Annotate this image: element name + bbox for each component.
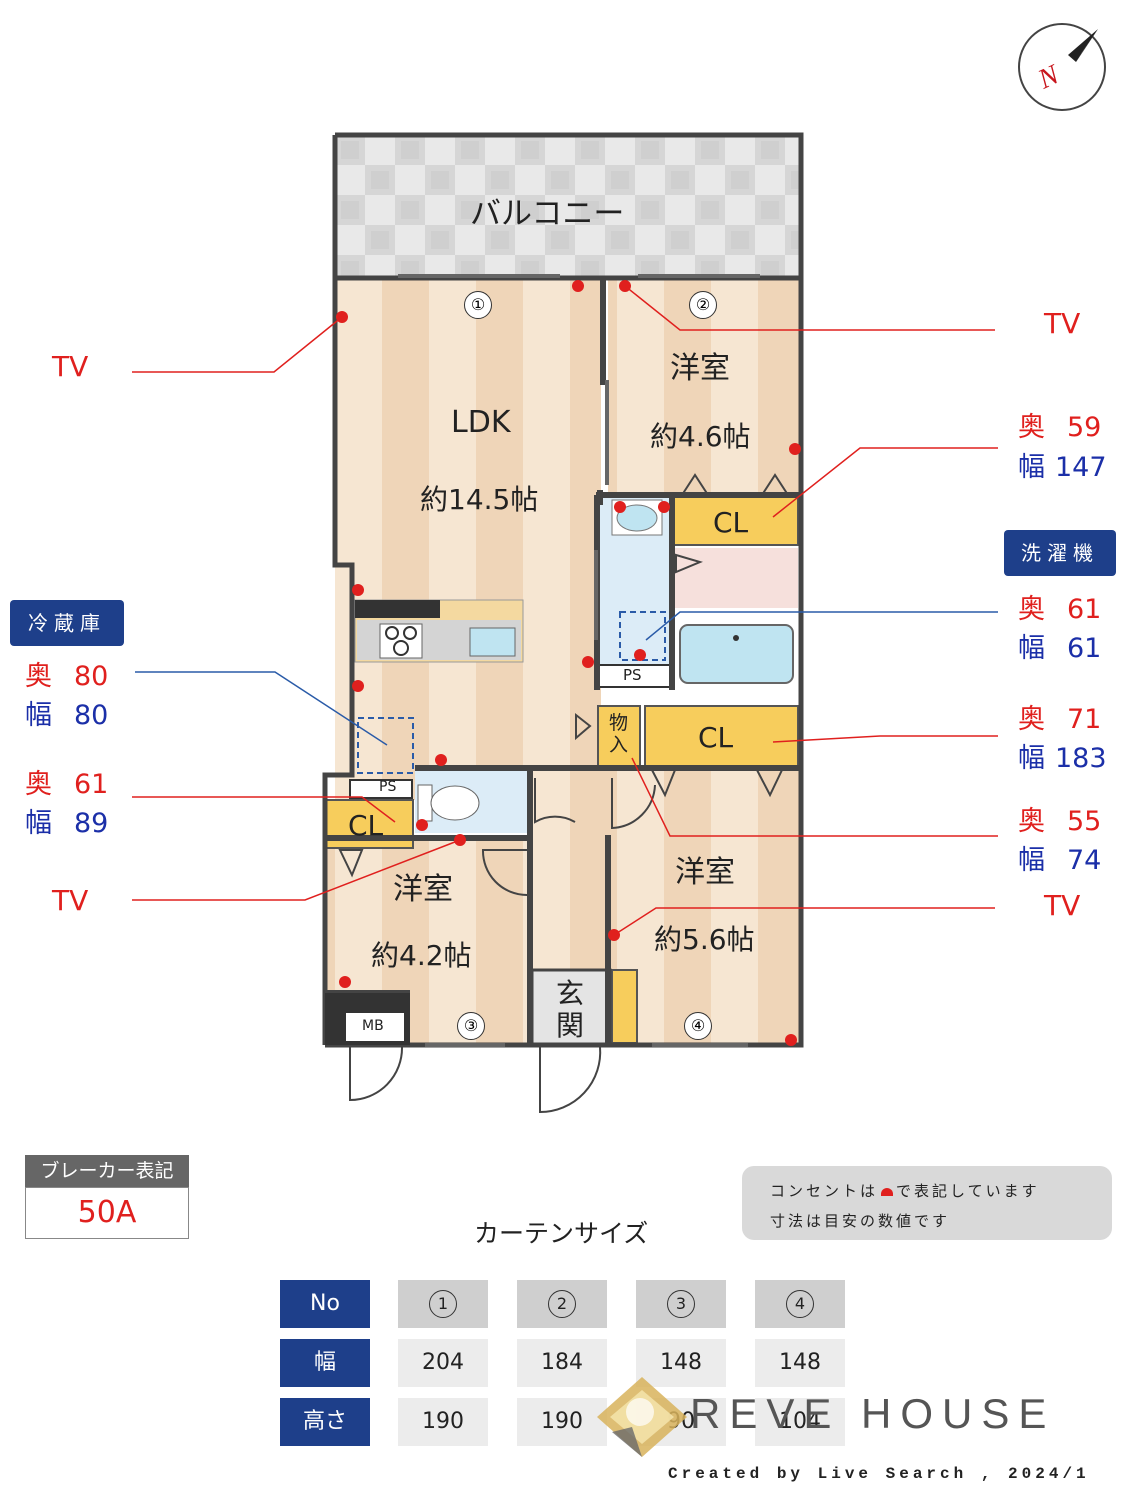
curtain-title: カーテンサイズ bbox=[474, 1219, 649, 1248]
tv-label: TV bbox=[52, 884, 89, 917]
bathtub-icon bbox=[679, 624, 794, 684]
compass-icon: N bbox=[1018, 23, 1106, 111]
western-room-right-size: 約5.6帖 bbox=[654, 923, 755, 956]
curtain-width-4: 148 bbox=[755, 1339, 845, 1387]
row-header-no: No bbox=[280, 1280, 370, 1328]
washer-tag: 洗濯機 bbox=[1004, 530, 1116, 576]
tv-label: TV bbox=[1044, 307, 1081, 340]
entrance-label: 玄関 bbox=[556, 977, 585, 1042]
tv-label: TV bbox=[1044, 889, 1081, 922]
balcony-label: バルコニー bbox=[470, 196, 625, 232]
curtain-width-3: 148 bbox=[636, 1339, 726, 1387]
balcony bbox=[335, 135, 801, 278]
curtain-width-2: 184 bbox=[517, 1339, 607, 1387]
note-line1-b: で表記しています bbox=[896, 1182, 1040, 1200]
ps-label: PS bbox=[379, 779, 397, 795]
ps-label: PS bbox=[623, 666, 642, 684]
reve-house-logo-icon bbox=[597, 1377, 687, 1457]
western-room-left-label: 洋室 bbox=[393, 872, 453, 907]
breaker-value: 50A bbox=[25, 1187, 189, 1239]
western-room-2-size: 約4.6帖 bbox=[650, 420, 751, 453]
curtain-height-2: 190 bbox=[517, 1398, 607, 1446]
ldk-size: 約14.5帖 bbox=[420, 483, 539, 516]
curtain-no-4: 4 bbox=[755, 1280, 845, 1328]
fridge-tag: 冷蔵庫 bbox=[10, 600, 124, 646]
brand-name: REVE HOUSE bbox=[690, 1390, 1056, 1437]
mb-label: MB bbox=[362, 1018, 384, 1034]
window-number-2: ② bbox=[689, 291, 717, 319]
closet-label: CL bbox=[698, 721, 734, 754]
credit-text: Created by Live Search , 2024/1 bbox=[668, 1465, 1090, 1483]
western-room-right-label: 洋室 bbox=[675, 855, 735, 890]
ldk-floor bbox=[335, 280, 601, 770]
curtain-no-2: 2 bbox=[517, 1280, 607, 1328]
entrance-floor bbox=[530, 968, 612, 1047]
row-header-height: 高さ bbox=[280, 1398, 370, 1446]
curtain-height-4: 104 bbox=[755, 1398, 845, 1446]
note-line1-a: コンセントは bbox=[770, 1182, 879, 1200]
window-number-3: ③ bbox=[457, 1012, 485, 1040]
corridor-floor bbox=[530, 770, 608, 970]
curtain-height-1: 190 bbox=[398, 1398, 488, 1446]
row-header-width: 幅 bbox=[280, 1339, 370, 1387]
tv-label: TV bbox=[52, 350, 89, 383]
storage-label: 物入 bbox=[609, 712, 629, 756]
ldk-label: LDK bbox=[451, 405, 511, 440]
note-box: コンセントはで表記しています 寸法は目安の数値です bbox=[742, 1166, 1112, 1240]
western-room-left-size: 約4.2帖 bbox=[371, 939, 472, 972]
closet-washroom bbox=[671, 496, 799, 546]
closet-right bbox=[644, 705, 799, 769]
closet-label: CL bbox=[713, 506, 749, 539]
storage bbox=[597, 705, 641, 769]
breaker-label: ブレーカー表記 bbox=[25, 1155, 189, 1187]
outlet-symbol-icon bbox=[881, 1188, 894, 1196]
window-number-4: ④ bbox=[684, 1012, 712, 1040]
window-number-1: ① bbox=[464, 291, 492, 319]
curtain-width-1: 204 bbox=[398, 1339, 488, 1387]
curtain-no-1: 1 bbox=[398, 1280, 488, 1328]
note-line2: 寸法は目安の数値です bbox=[770, 1212, 951, 1230]
curtain-no-3: 3 bbox=[636, 1280, 726, 1328]
western-room-2-label: 洋室 bbox=[670, 351, 730, 386]
closet-label: CL bbox=[348, 809, 384, 842]
